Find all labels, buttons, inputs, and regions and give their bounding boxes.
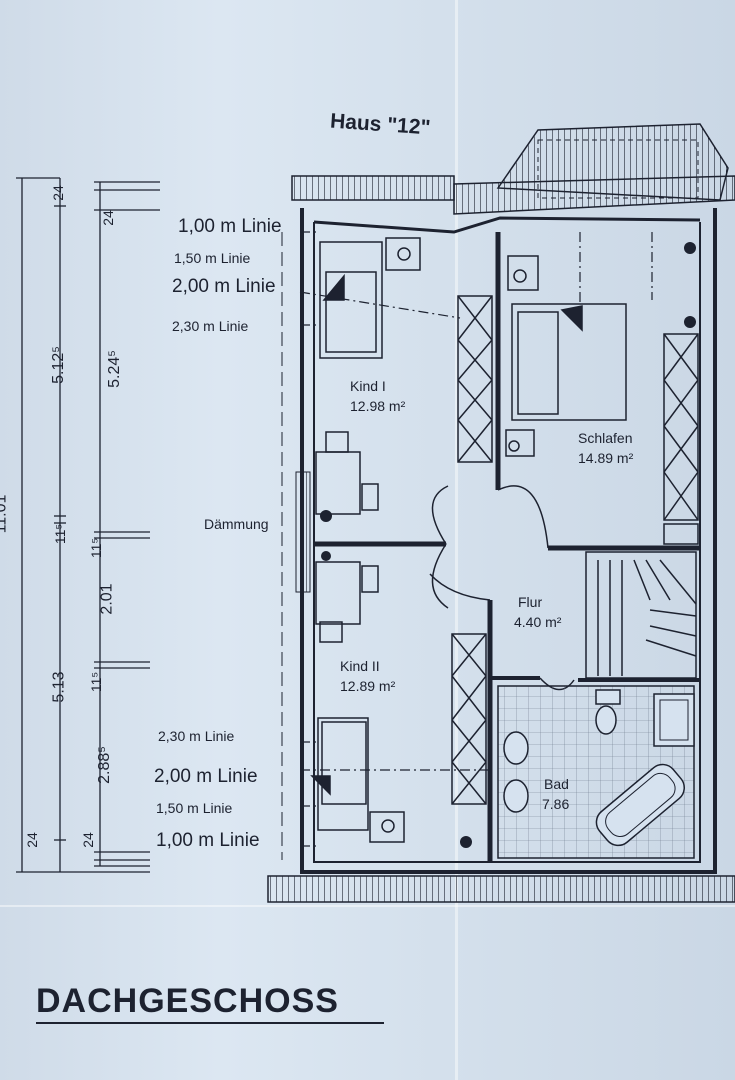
bathroom (497, 685, 695, 859)
height-line-label: 2,30 m Linie (172, 318, 249, 334)
dimension-label: 2.88⁵ (95, 746, 113, 784)
room-area-flur: 4.40 m² (514, 614, 562, 630)
dimension-total: 11.01 (0, 494, 10, 534)
dimension-label: 24 (99, 210, 116, 226)
room-name-schlafen: Schlafen (578, 430, 633, 446)
room-name-bad: Bad (544, 776, 569, 792)
beds-and-desks (310, 237, 627, 843)
wardrobes (451, 295, 699, 805)
height-lines-plan (299, 231, 653, 847)
height-line-label: 1,00 m Linie (178, 216, 282, 237)
height-line-label: 1,00 m Linie (156, 830, 260, 851)
dimension-label: 24 (49, 185, 66, 201)
room-name-flur: Flur (518, 594, 543, 610)
paper-fold-horizontal (0, 905, 735, 907)
dimension-label: 5.12⁵ (49, 346, 67, 384)
plants (320, 242, 696, 848)
room-area-kind-1: 12.98 m² (350, 398, 406, 414)
dimension-label: 5.24⁵ (105, 350, 123, 388)
room-area-schlafen: 14.89 m² (578, 450, 634, 466)
room-area-kind-2: 12.89 m² (340, 678, 396, 694)
dimension-label: 11⁵ (88, 537, 105, 559)
room-name-kind-1: Kind I (350, 378, 386, 394)
walls (267, 123, 735, 903)
height-line-label: 2,00 m Linie (172, 276, 276, 297)
insulation-label: Dämmung (204, 516, 269, 532)
height-line-label: 2,00 m Linie (154, 766, 258, 787)
staircase (585, 551, 697, 679)
room-area-bad: 7.86 (542, 796, 570, 812)
dimension-label: 11⁵ (52, 523, 69, 545)
paper-fold-vertical (455, 0, 458, 1080)
dimension-label: 24 (23, 832, 40, 848)
title-underline (36, 1022, 384, 1024)
dimension-label: 11⁵ (88, 671, 105, 693)
height-line-label: 1,50 m Linie (156, 800, 233, 816)
dimension-label: 5.13 (50, 671, 68, 703)
room-name-kind-2: Kind II (340, 658, 380, 674)
height-line-label: 2,30 m Linie (158, 728, 235, 744)
dimension-label: 2.01 (98, 583, 116, 615)
door-swings (429, 485, 575, 691)
floor-title: DACHGESCHOSS (36, 982, 339, 1020)
dimension-label: 24 (79, 832, 96, 848)
dimension-lines (16, 177, 160, 873)
height-line-label: 1,50 m Linie (174, 250, 251, 266)
